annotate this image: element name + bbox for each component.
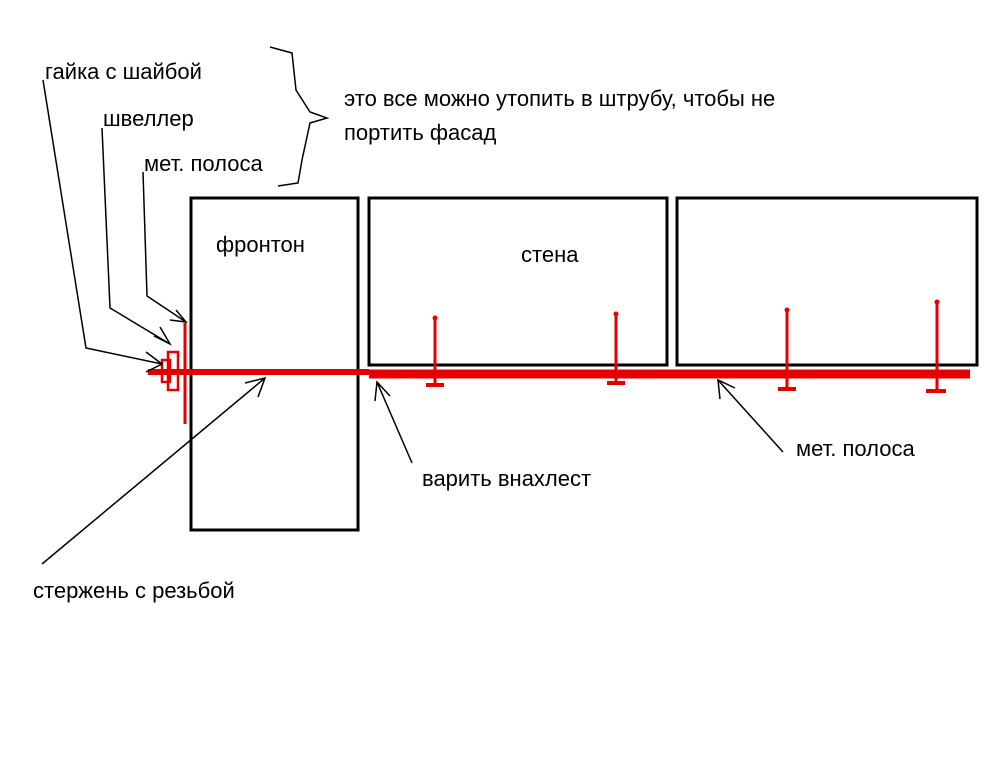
washer [166,350,180,392]
wall-anchor-3 [778,307,796,391]
structure-outlines [189,196,979,532]
arrowhead-nut-washer [145,351,164,373]
label-metal-strip-bottom: мет. полоса [796,436,915,461]
leader-strip-bottom [717,379,784,453]
label-nut-washer: гайка с шайбой [45,59,202,84]
nut-with-washer [160,350,180,392]
steel-elements [148,299,970,424]
label-metal-strip-top: мет. полоса [144,151,263,176]
leader-lines [41,46,784,565]
label-threaded-rod: стержень с резьбой [33,578,235,603]
arrowhead-threaded-rod [244,376,267,398]
wall-anchor-4 [926,299,946,393]
leader-threaded-rod [41,377,266,565]
gable-wall-block [189,196,360,532]
label-recess-note-line1: это все можно утопить в штрубу, чтобы не [344,86,775,111]
arrowhead-strip-top [169,309,188,323]
nut [160,358,172,384]
leader-strip-top [142,171,187,323]
label-recess-note-line2: портить фасад [344,120,496,145]
leader-weld-overlap [376,381,413,464]
text-labels: гайка с шайбой швеллер мет. полоса это в… [33,59,915,603]
leader-nut-washer [42,79,163,365]
wall-block-left [367,196,669,367]
arrowhead-weld-overlap [374,380,391,402]
wall-anchor-2 [607,311,625,385]
leader-channel [101,127,171,345]
arrowhead-channel [153,326,172,346]
arrowhead-strip-bottom [717,378,736,400]
label-wall: стена [521,242,579,267]
wall-anchor-1 [426,315,444,387]
wall-block-right [675,196,979,367]
label-gable: фронтон [216,232,305,257]
label-channel: швеллер [103,106,194,131]
brace [269,46,330,187]
label-weld-overlap: варить внахлест [422,466,591,491]
